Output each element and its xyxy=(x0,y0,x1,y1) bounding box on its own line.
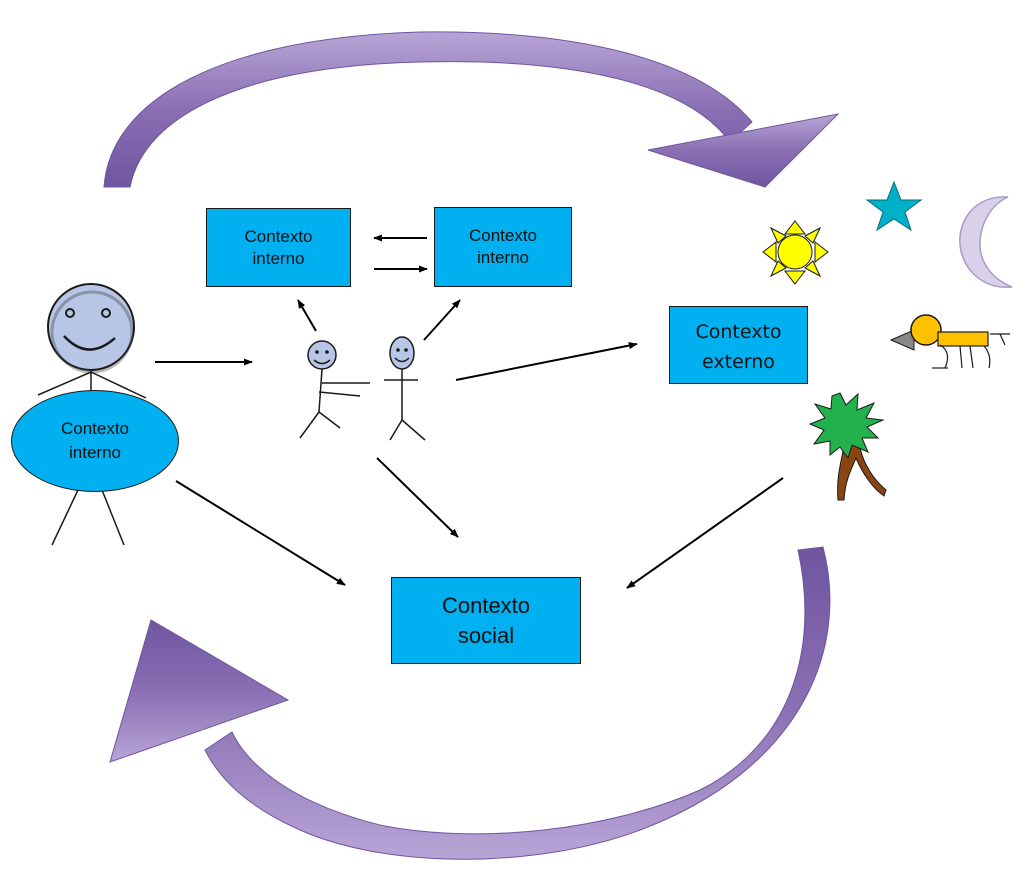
internal-left-line1: Contexto xyxy=(244,226,313,246)
internal-context-box-left: Contexto interno xyxy=(206,208,351,287)
arrow-figure-to-right-box xyxy=(423,299,461,341)
external-line2: externo xyxy=(702,351,775,373)
star-icon xyxy=(865,180,923,232)
external-line1: Contexto xyxy=(695,321,782,343)
sun-icon xyxy=(762,220,829,285)
person-figure xyxy=(37,283,147,546)
person-internal-context-ellipse: Contexto interno xyxy=(11,390,179,492)
social-line2: social xyxy=(457,622,515,648)
arrow-figures-to-external xyxy=(455,342,638,381)
person-internal-line2: interno xyxy=(69,443,121,462)
external-context-box: Contexto externo xyxy=(669,306,808,384)
internal-left-line2: interno xyxy=(252,248,305,268)
internal-right-line2: interno xyxy=(477,248,529,267)
cycle-arrow-bottom xyxy=(109,546,831,860)
arrow-figure-to-left-box xyxy=(297,299,317,332)
tree-icon xyxy=(808,392,887,501)
moon-icon xyxy=(959,196,1013,288)
person-internal-line1: Contexto xyxy=(60,419,130,438)
small-figure-left xyxy=(299,340,370,439)
internal-context-box-right: Contexto interno xyxy=(434,207,572,287)
arrow-person-to-social xyxy=(175,480,346,586)
internal-right-line1: Contexto xyxy=(468,226,538,245)
connector-arrows xyxy=(155,234,784,589)
bird-icon xyxy=(889,314,1010,369)
cycle-arrow-top xyxy=(103,31,840,188)
social-context-box: Contexto social xyxy=(391,577,581,664)
small-figure-right xyxy=(384,336,426,441)
arrow-figures-to-social xyxy=(376,457,459,538)
social-line1: Contexto xyxy=(441,592,531,618)
arrow-nature-to-social xyxy=(626,477,784,589)
